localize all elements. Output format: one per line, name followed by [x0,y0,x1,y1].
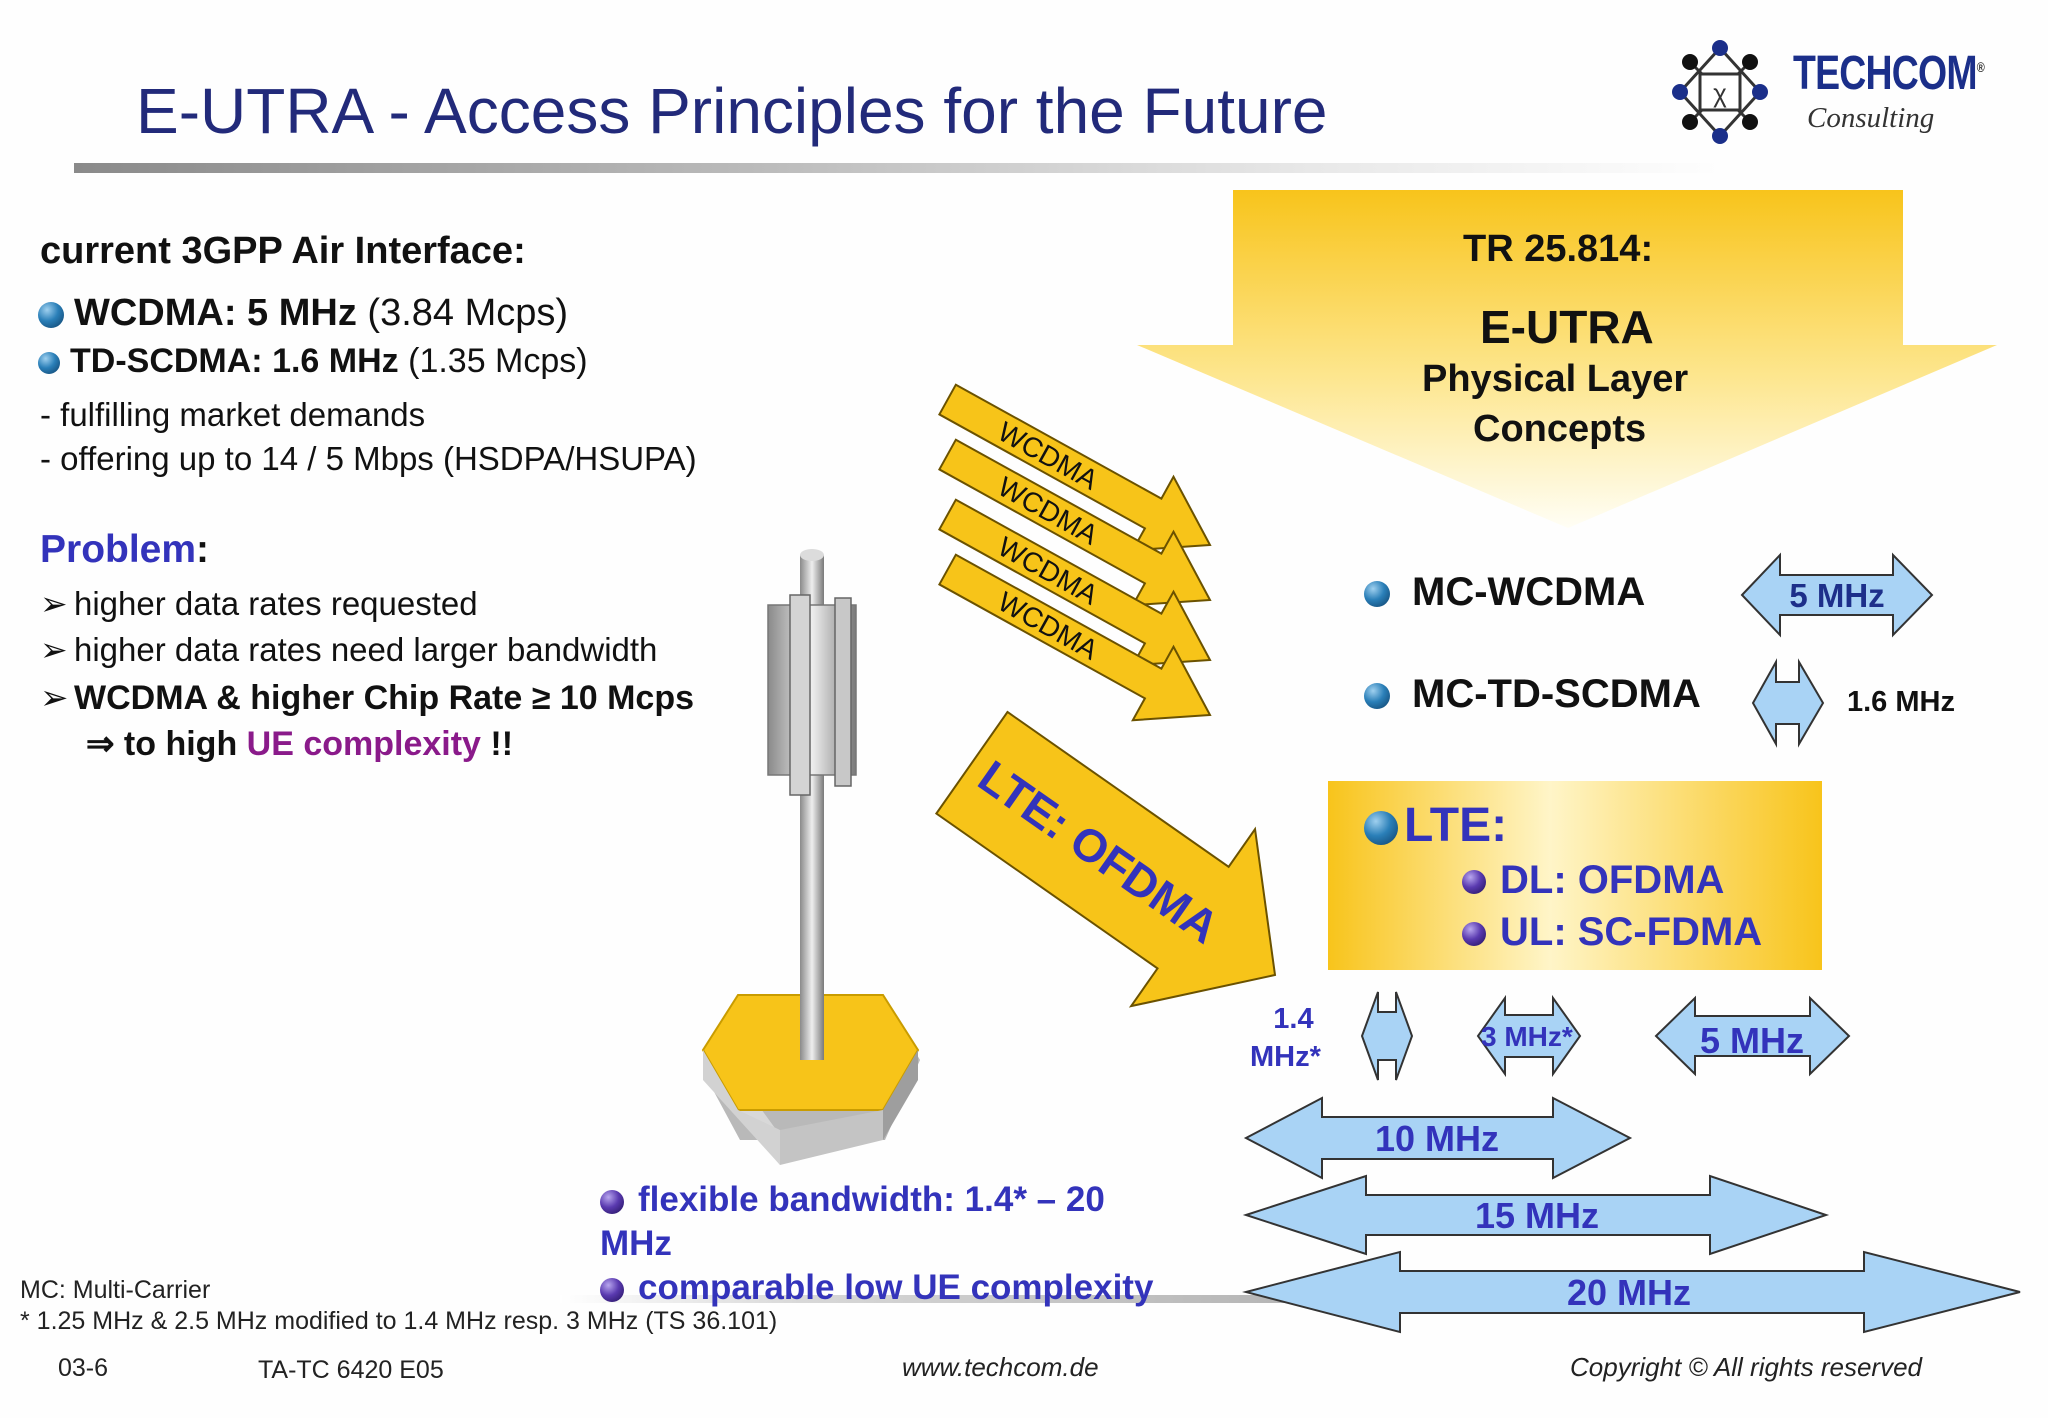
big-down-arrow [1137,190,1997,528]
problem-item: ➢higher data rates need larger bandwidth [40,631,658,668]
bullet-icon [38,352,60,375]
bw-20-arrow [1242,1250,2021,1334]
footnote-star: * 1.25 MHz & 2.5 MHz modified to 1.4 MHz… [20,1307,778,1335]
bullet-icon [600,1189,624,1214]
mc-wcdma-bw-label: 5 MHz [1789,577,1884,614]
mc-wcdma-5mhz-arrow [1740,552,1934,638]
bullet-icon [38,301,64,328]
left-heading: current 3GPP Air Interface: [40,230,526,272]
mc-td-scdma-item: MC-TD-SCDMA [1364,672,1701,717]
svg-text:χ: χ [1713,78,1727,108]
arrow-bullet-icon: ➢ [40,585,68,622]
bw-5-arrow [1654,995,1851,1077]
note-market: - fulfilling market demands [40,396,426,433]
title-rule [74,163,1724,173]
conclusion: ⇒ to high UE complexity !! [86,725,514,763]
logo-name: TECHCOM [1793,47,1978,100]
mc-td-bw-label: 1.6 MHz [1847,686,1955,718]
bw-15-arrow [1242,1174,1830,1256]
bw-15-label: 15 MHz [1475,1195,1600,1236]
footnote-mc: MC: Multi-Carrier [20,1276,211,1304]
bullet-icon [1364,581,1390,608]
logo-molecule-icon: χ [1672,40,1768,144]
page-title: E-UTRA - Access Principles for the Futur… [136,75,1328,147]
eutra-label: E-UTRA [1480,301,1654,353]
footer-url[interactable]: www.techcom.de [902,1352,1099,1382]
wcdma-item: WCDMA: 5 MHz (3.84 Mcps) [38,292,568,335]
antenna-icon [701,549,920,1165]
benefit-flexible-bandwidth: flexible bandwidth: 1.4* – 20 MHz [600,1180,1105,1263]
bullet-icon [1364,683,1390,710]
bw-20-label: 20 MHz [1567,1272,1692,1313]
techcom-logo: χ TECHCOM® Consulting [1655,40,1985,150]
footer-page: 03-6 [58,1354,109,1382]
concepts-label: Concepts [1473,408,1647,450]
wcdma-arrows: WCDMA WCDMA WCDMA WCDMA [938,383,1212,722]
lte-ul: UL: SC-FDMA [1462,910,1762,955]
footer-copyright: Copyright © All rights reserved [1570,1352,1922,1382]
bw-3-arrow [1476,994,1582,1078]
bw-10-arrow [1243,1096,1633,1180]
bw-10-label: 10 MHz [1375,1118,1500,1159]
bw-1-4-arrow [1360,991,1414,1081]
benefit-low-complexity: comparable low UE complexity [600,1268,1153,1308]
lte-title: LTE: [1364,798,1507,853]
footer-code: TA-TC 6420 E05 [258,1356,444,1384]
lte-box [1328,781,1822,970]
physical-layer-label: Physical Layer [1422,358,1689,400]
tdscdma-item: TD-SCDMA: 1.6 MHz (1.35 Mcps) [38,342,588,381]
mc-wcdma-item: MC-WCDMA [1364,570,1645,615]
arrow-bullet-icon: ➢ [40,631,68,668]
logo-sub: Consulting [1807,102,1935,134]
bw-5-label: 5 MHz [1700,1020,1805,1061]
tr-label: TR 25.814: [1463,228,1654,270]
mc-td-scdma-arrow [1751,658,1825,748]
problem-item: ➢higher data rates requested [40,585,478,622]
problem-heading: Problem: [40,528,210,571]
bullet-icon [1462,922,1486,947]
bullet-icon [1462,870,1486,895]
lte-dl: DL: OFDMA [1462,858,1724,903]
problem-item: ➢WCDMA & higher Chip Rate ≥ 10 Mcps [40,679,695,717]
bw-3-label: 3 MHz* [1481,1021,1573,1052]
bottom-rule [560,1295,1360,1303]
bw-1-4-label: 1.4 MHz* [1250,1003,1321,1073]
arrow-bullet-icon: ➢ [40,679,69,717]
bullet-icon [1364,811,1398,846]
note-throughput: - offering up to 14 / 5 Mbps (HSDPA/HSUP… [40,440,697,477]
bullet-icon [600,1277,624,1302]
logo-registered: ® [1976,59,1985,75]
